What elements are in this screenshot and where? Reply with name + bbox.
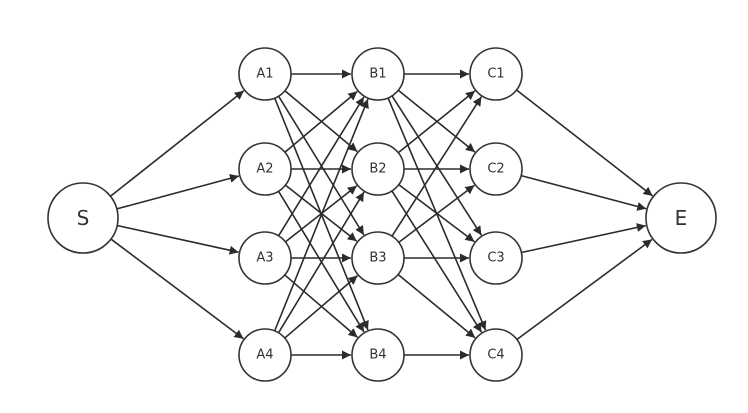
node-circle [238, 47, 292, 101]
node-circle [469, 142, 523, 196]
node-a3: A3 [238, 231, 292, 285]
node-a1: A1 [238, 47, 292, 101]
node-b2: B2 [351, 142, 405, 196]
edge-c4-e [516, 238, 653, 341]
node-label: B3 [369, 251, 386, 266]
node-c4: C4 [469, 328, 523, 382]
node-label: C4 [487, 348, 504, 363]
node-label: A2 [256, 162, 273, 177]
edge-b2-c1 [397, 90, 476, 154]
node-circle [351, 231, 405, 285]
edge-a4-b1 [273, 98, 369, 332]
edge-c2-e [520, 174, 647, 211]
edge-s-a2 [116, 174, 240, 210]
edge-b3-c2 [398, 184, 475, 243]
node-label: B2 [369, 162, 386, 177]
node-label: B4 [369, 348, 386, 363]
node-circle [238, 142, 292, 196]
node-circle [351, 142, 405, 196]
node-c3: C3 [469, 231, 523, 285]
node-s: S [47, 182, 119, 254]
node-circle [645, 182, 717, 254]
node-circle [469, 231, 523, 285]
node-circle [238, 231, 292, 285]
node-label: B1 [369, 67, 386, 82]
node-circle [47, 182, 119, 254]
edge-c1-e [516, 89, 654, 197]
edge-s-a4 [110, 238, 244, 340]
node-b4: B4 [351, 328, 405, 382]
node-label: C3 [487, 251, 504, 266]
node-a4: A4 [238, 328, 292, 382]
node-label: S [77, 206, 90, 230]
edge-b3-c1 [391, 96, 483, 237]
node-e: E [645, 182, 717, 254]
edges-layer [109, 69, 654, 360]
node-b1: B1 [351, 47, 405, 101]
edge-c3-e [521, 223, 646, 254]
node-label: A1 [256, 67, 273, 82]
node-circle [351, 328, 405, 382]
edge-a4-b2 [277, 191, 365, 334]
edge-a4-b3 [284, 274, 359, 339]
node-circle [351, 47, 405, 101]
edge-b3-c4 [397, 273, 476, 339]
node-circle [469, 47, 523, 101]
node-circle [469, 328, 523, 382]
node-circle [238, 328, 292, 382]
edge-b2-c4 [391, 190, 483, 333]
edge-s-a1 [109, 90, 245, 197]
node-a2: A2 [238, 142, 292, 196]
node-c2: C2 [469, 142, 523, 196]
edge-a3-b1 [277, 96, 365, 237]
node-c1: C1 [469, 47, 523, 101]
node-label: A4 [256, 348, 273, 363]
node-label: C1 [487, 67, 504, 82]
edge-a2-b1 [284, 90, 358, 153]
edge-s-a3 [117, 224, 239, 255]
node-label: A3 [256, 251, 273, 266]
node-b3: B3 [351, 231, 405, 285]
node-label: C2 [487, 162, 504, 177]
node-label: E [675, 206, 688, 230]
